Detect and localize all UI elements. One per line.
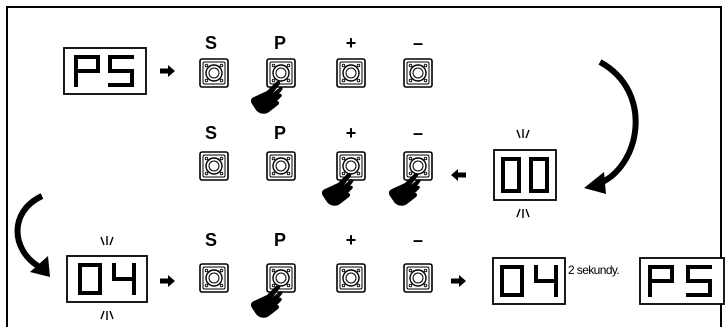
lcd-segment — [648, 279, 674, 283]
arrow-right-icon — [160, 275, 175, 287]
lcd-segment — [500, 293, 524, 297]
button-s — [199, 263, 229, 293]
lcd-segment — [501, 157, 521, 161]
lcd-segment — [108, 69, 134, 73]
curved-arrow-head — [584, 172, 606, 194]
lcd-segment — [670, 265, 674, 283]
button-minus — [403, 58, 433, 88]
lcd-segment — [708, 279, 712, 297]
lcd-segment — [500, 265, 504, 283]
arrow-right-icon — [451, 275, 466, 287]
display-row3-result — [492, 257, 566, 305]
lcd-segment — [534, 279, 558, 283]
lcd-segment — [108, 55, 134, 59]
lcd-segment — [517, 157, 521, 177]
lcd-segment — [132, 263, 136, 281]
lcd-segment — [686, 293, 712, 297]
lcd-segment — [686, 265, 712, 269]
lcd-segment — [529, 189, 549, 193]
lcd-segment — [78, 263, 82, 281]
curved-arrow-icon — [596, 59, 639, 187]
button-s — [199, 58, 229, 88]
display-row2-blink — [493, 149, 557, 201]
label-plus: + — [345, 123, 357, 143]
label-s: S — [204, 230, 217, 250]
curved-arrow-head — [30, 256, 50, 277]
lcd-segment — [545, 173, 549, 193]
button-p — [266, 58, 296, 88]
lcd-segment — [501, 189, 521, 193]
lcd-segment — [648, 265, 674, 269]
lcd-segment — [554, 279, 558, 297]
lcd-segment — [648, 279, 652, 297]
lcd-segment — [98, 277, 102, 295]
button-plus — [336, 58, 366, 88]
label-minus: – — [412, 230, 423, 250]
button-s — [199, 151, 229, 181]
lcd-segment — [554, 265, 558, 283]
blink-indicator-icon — [100, 310, 114, 321]
lcd-segment — [648, 265, 652, 283]
label-plus: + — [345, 230, 357, 250]
lcd-segment — [686, 279, 712, 283]
label-plus: + — [345, 33, 357, 53]
lcd-segment — [74, 69, 78, 87]
lcd-segment — [529, 173, 533, 193]
lcd-segment — [78, 291, 102, 295]
display-row1-start — [63, 47, 147, 95]
lcd-segment — [501, 173, 505, 193]
lcd-segment — [500, 265, 524, 269]
lcd-segment — [78, 277, 82, 295]
lcd-segment — [501, 157, 505, 177]
lcd-segment — [74, 69, 100, 73]
label-s: S — [204, 33, 217, 53]
lcd-segment — [112, 263, 116, 281]
lcd-segment — [108, 83, 134, 87]
display-row3-end — [639, 257, 725, 305]
caption-2-seconds: 2 sekundy. — [568, 263, 620, 277]
lcd-segment — [130, 69, 134, 87]
lcd-segment — [74, 55, 100, 59]
lcd-segment — [132, 277, 136, 295]
lcd-segment — [108, 55, 112, 73]
lcd-segment — [96, 55, 100, 73]
blink-indicator-icon — [516, 208, 530, 219]
button-p — [266, 151, 296, 181]
label-p: P — [273, 123, 286, 143]
lcd-segment — [520, 265, 524, 283]
lcd-segment — [517, 173, 521, 193]
lcd-segment — [78, 263, 102, 267]
lcd-segment — [686, 265, 690, 283]
lcd-segment — [500, 279, 504, 297]
label-s: S — [204, 123, 217, 143]
label-p: P — [273, 230, 286, 250]
diagram-frame — [6, 6, 722, 327]
button-p — [266, 263, 296, 293]
label-minus: – — [412, 33, 423, 53]
lcd-segment — [74, 55, 78, 73]
button-minus — [403, 263, 433, 293]
lcd-segment — [520, 279, 524, 297]
button-plus — [336, 263, 366, 293]
lcd-segment — [529, 157, 549, 161]
lcd-segment — [534, 265, 538, 283]
arrow-left-icon — [451, 169, 466, 181]
lcd-segment — [98, 263, 102, 281]
blink-indicator-icon — [516, 128, 530, 139]
lcd-segment — [112, 277, 136, 281]
lcd-segment — [529, 157, 533, 177]
label-minus: – — [412, 123, 423, 143]
lcd-segment — [545, 157, 549, 177]
display-row3-blink — [66, 255, 148, 303]
curved-arrow-icon — [14, 193, 44, 269]
blink-indicator-icon — [100, 235, 114, 246]
label-p: P — [273, 33, 286, 53]
arrow-right-icon — [160, 65, 175, 77]
